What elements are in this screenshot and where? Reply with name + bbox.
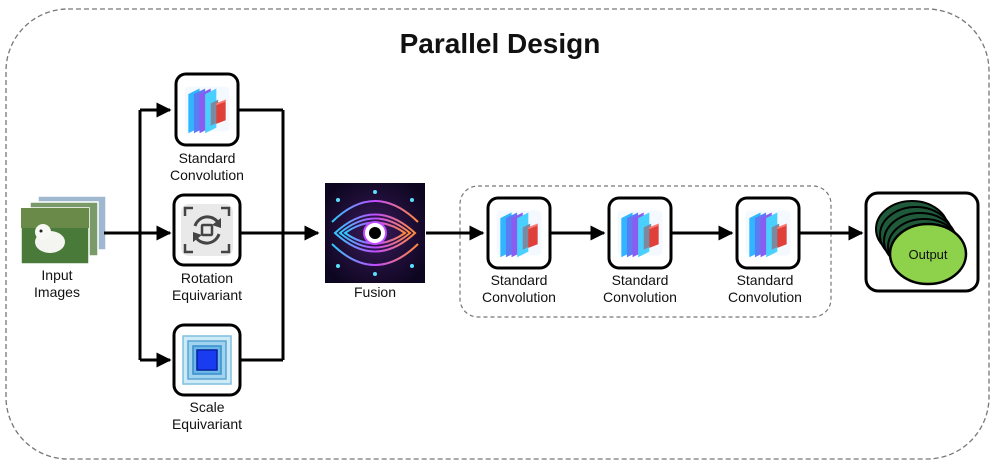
sequence-conv-2 — [607, 196, 673, 270]
seq2-label-line2: Convolution — [603, 289, 677, 305]
conv-layers-icon — [745, 210, 791, 258]
nested-squares-icon — [182, 335, 232, 385]
conv-layers-icon — [496, 210, 542, 258]
rotation-icon — [179, 202, 235, 258]
input-images-icon — [20, 195, 107, 265]
fusion-label: Fusion — [354, 284, 396, 300]
output-label: Output — [908, 247, 947, 262]
output-block: Output — [864, 191, 980, 293]
branch2-label-line2: Equivariant — [172, 287, 242, 303]
seq2-label-line1: Standard — [612, 272, 669, 288]
branch-rotation-equivariant — [172, 193, 242, 267]
sequence-container — [459, 185, 832, 318]
branch-connectors — [104, 102, 320, 368]
sequence-conv-1 — [486, 196, 552, 270]
conv-layers-icon — [617, 210, 663, 258]
conv-layers-icon — [184, 86, 230, 134]
seq3-label-line1: Standard — [737, 272, 794, 288]
branch3-label-line2: Equivariant — [172, 416, 242, 432]
diagram-title: Parallel Design — [400, 28, 601, 59]
branch2-label-line1: Rotation — [181, 270, 233, 286]
branch-scale-equivariant — [172, 323, 242, 397]
sequence-conv-3 — [735, 196, 801, 270]
outer-container — [5, 8, 990, 460]
stacked-discs-icon — [875, 200, 968, 286]
seq1-label-line1: Standard — [491, 272, 548, 288]
input-label-line2: Images — [34, 284, 80, 300]
branch-standard-convolution — [174, 72, 240, 147]
fusion-eye-icon — [325, 183, 425, 283]
branch1-label-line2: Convolution — [170, 167, 244, 183]
input-label-line1: Input — [41, 267, 72, 283]
branch1-label-line1: Standard — [179, 150, 236, 166]
seq3-label-line2: Convolution — [728, 289, 802, 305]
branch3-label-line1: Scale — [189, 399, 224, 415]
seq1-label-line2: Convolution — [482, 289, 556, 305]
